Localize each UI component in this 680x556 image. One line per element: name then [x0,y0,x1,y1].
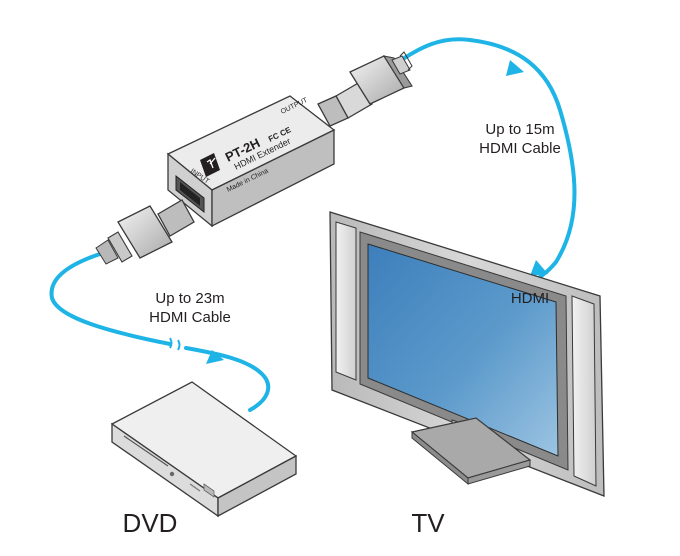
dvd-power-button [169,471,175,477]
dvd-player [110,381,298,518]
input-hdmi-plug [95,199,195,265]
hdmi-extender-device [166,95,336,228]
input-hdmi-cable [49,252,172,346]
cable-break-symbol [169,337,181,351]
tv-screen [367,243,559,457]
output-cable-arrow-1 [506,60,524,76]
input-cable-length-label: Up to 23m [155,290,224,307]
tv-hdmi-port-label: HDMI [511,290,549,307]
dvd-display-window [203,483,215,498]
tv-caption: TV [411,508,445,538]
input-cable-arrow [206,350,224,364]
dvd-caption: DVD [123,508,178,538]
tv-display [329,211,605,497]
output-cable-type-label: HDMI Cable [479,140,561,157]
output-cable-length-label: Up to 15m [485,121,554,138]
output-cable-arrow-2 [530,260,548,276]
dvd-disc-slot [123,435,169,467]
output-hdmi-plug [317,51,413,127]
input-cable-type-label: HDMI Cable [149,309,231,326]
